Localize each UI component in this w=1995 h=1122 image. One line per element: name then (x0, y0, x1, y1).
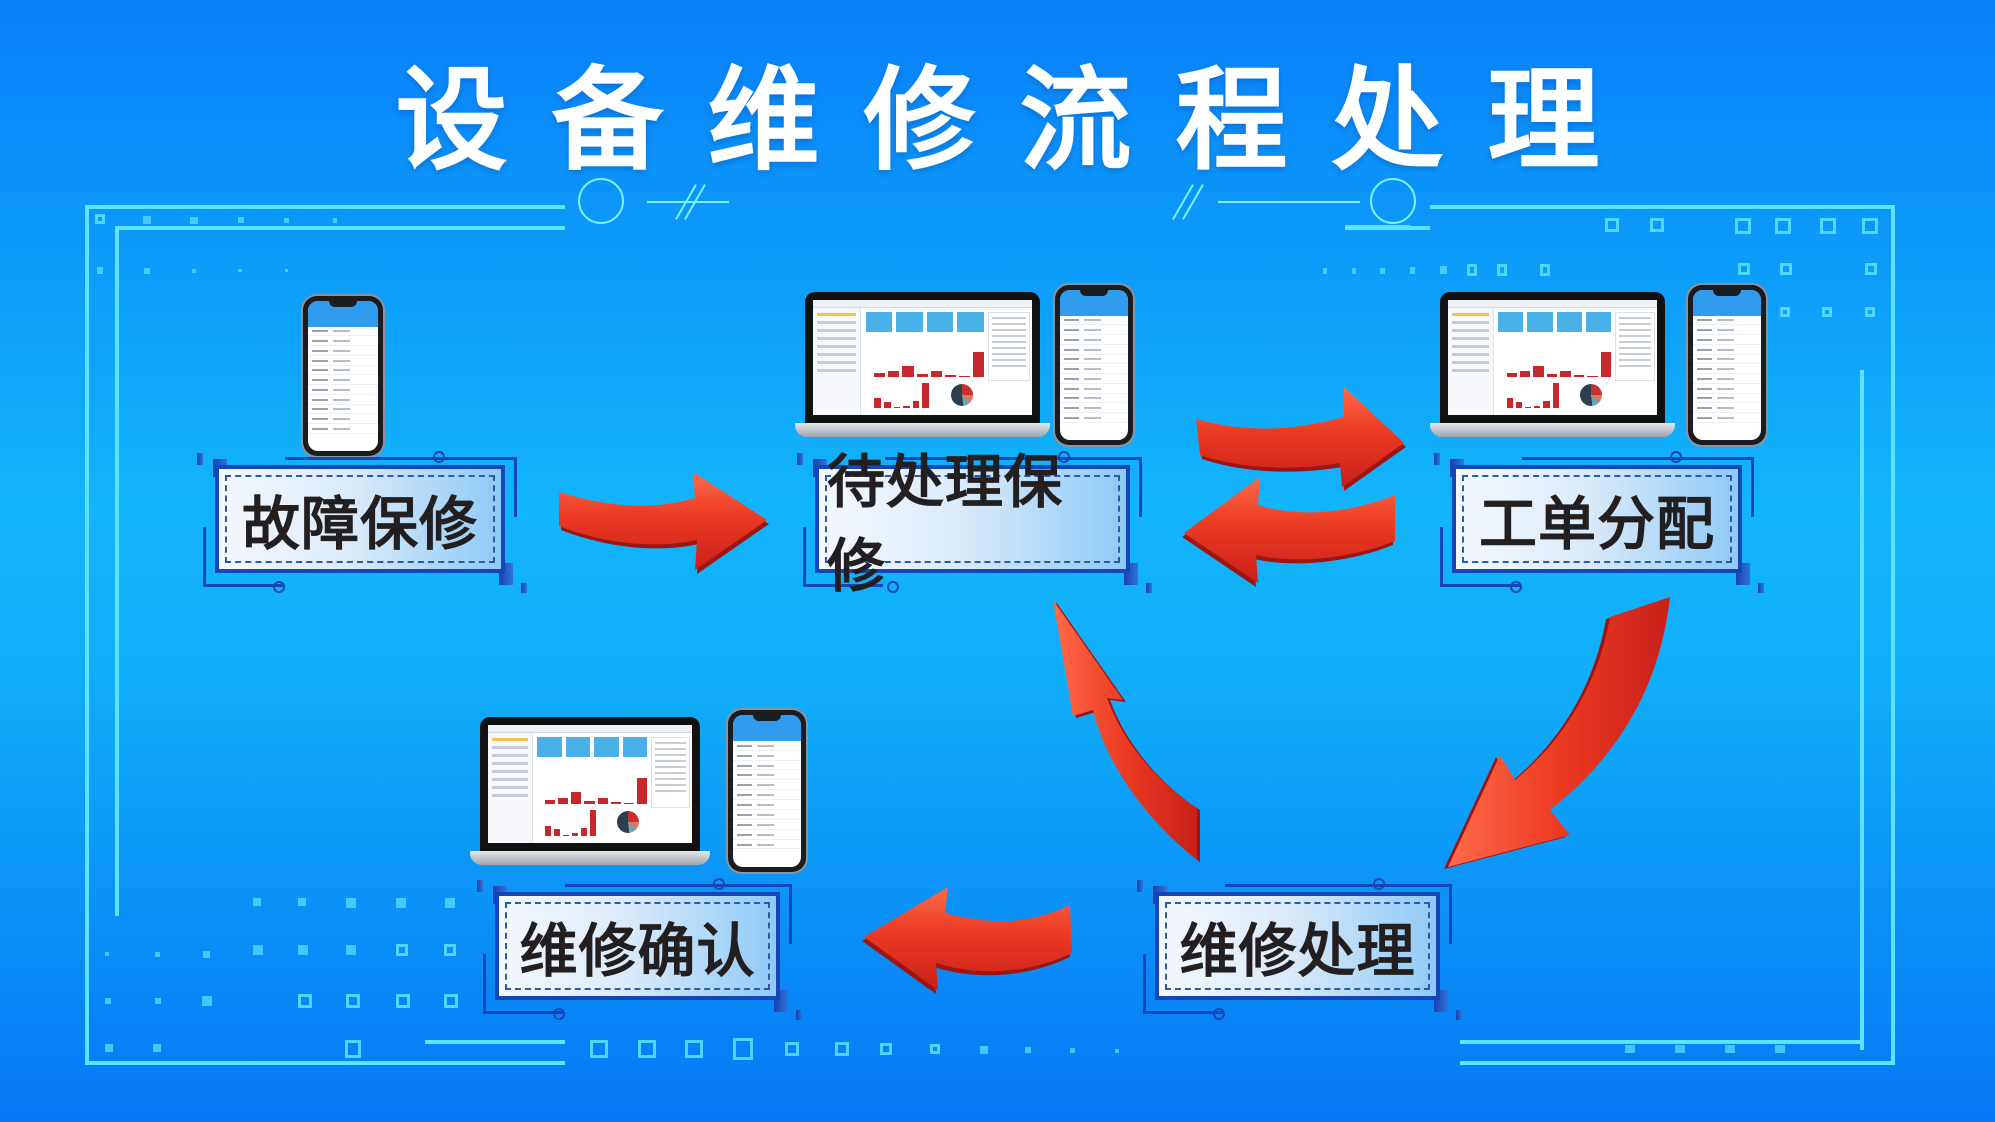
step-repair-handling[interactable]: 维修处理 (1137, 878, 1462, 1020)
arrow-right-icon (559, 472, 769, 574)
mobile-app-mockup (728, 710, 806, 872)
step-label: 待处理保修 (827, 448, 1064, 600)
mobile-app-mockup (1688, 285, 1766, 445)
desktop-dashboard-mockup (470, 717, 710, 865)
page-title: 设备维修流程处理 (395, 56, 1644, 186)
curved-arrow-down-icon (1444, 597, 1670, 869)
step-label: 故障保修 (241, 490, 478, 558)
step-work-order-assign[interactable]: 工单分配 (1434, 451, 1764, 593)
arrow-left-icon (862, 887, 1072, 994)
step-label: 维修处理 (1179, 917, 1416, 985)
step-repair-confirm[interactable]: 维修确认 (477, 878, 802, 1020)
desktop-dashboard-mockup (795, 292, 1050, 437)
desktop-dashboard-mockup (1430, 292, 1675, 437)
step-label: 工单分配 (1478, 490, 1715, 558)
mobile-app-mockup (1055, 285, 1133, 445)
curved-arrow-up-icon (1053, 600, 1200, 862)
step-label: 维修确认 (519, 917, 756, 985)
arrow-right-icon (1196, 387, 1406, 491)
step-pending-repair[interactable]: 待处理保修 (797, 448, 1152, 600)
arrow-left-icon (1182, 477, 1395, 587)
step-fault-report[interactable]: 故障保修 (197, 451, 527, 593)
mobile-app-mockup (303, 296, 383, 456)
